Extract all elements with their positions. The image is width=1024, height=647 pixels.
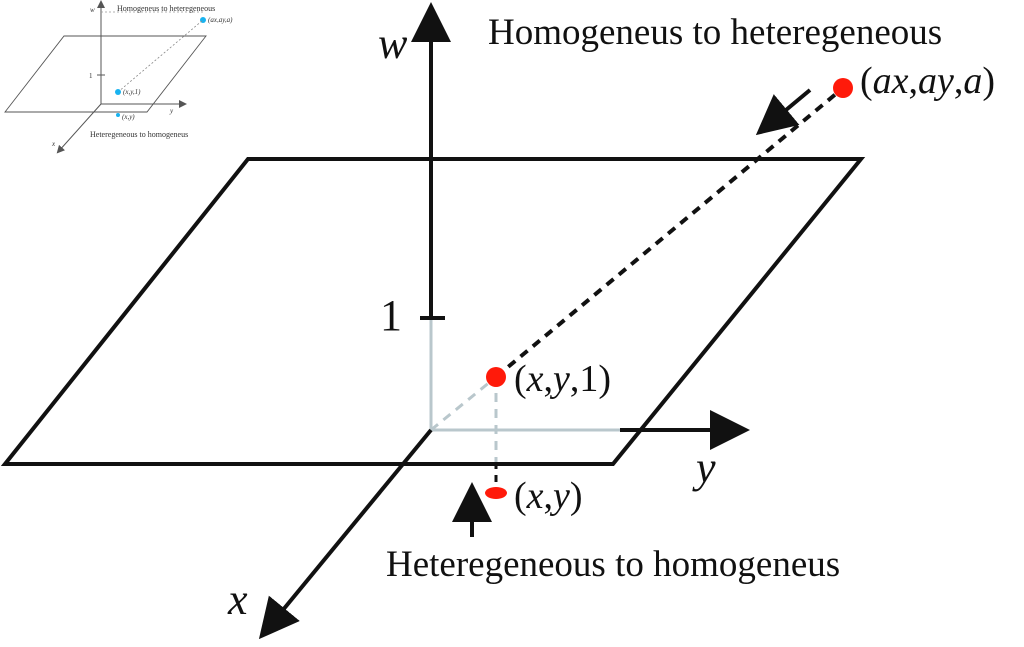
axis-w-label: w	[378, 19, 408, 68]
homogeneous-to-hetero-arrow	[755, 88, 812, 136]
label-point-base: (x,y)	[514, 475, 583, 517]
label-point-plane-close: )	[598, 358, 611, 400]
thumb-axis-x-label: x	[51, 140, 56, 148]
label-point-plane-comma1: ,	[544, 358, 554, 400]
point-far	[833, 78, 853, 98]
label-point-plane: (x,y,1)	[514, 358, 611, 400]
thumb-caption-top: Homogeneus to heteregeneous	[117, 4, 215, 13]
point-base	[485, 487, 507, 499]
label-point-plane-comma2: ,	[570, 358, 580, 400]
axis-y-label: y	[692, 443, 716, 492]
label-point-plane-y: y	[549, 358, 570, 400]
label-point-base-y: y	[549, 475, 570, 517]
label-point-far-a: a	[963, 60, 982, 102]
plane-w-equals-one	[0, 157, 866, 466]
thumb-caption-bottom: Heteregeneous to homogeneus	[90, 130, 188, 139]
caption-homogeneus-to-heteregeneous: Homogeneus to heteregeneous	[488, 12, 942, 53]
thumb-projection-line	[117, 19, 204, 93]
caption-heteregeneous-to-homogeneus: Heteregeneous to homogeneus	[386, 544, 840, 585]
tick-one-label: 1	[380, 291, 402, 340]
point-plane	[486, 367, 506, 387]
label-point-far-ay: ay	[918, 60, 954, 102]
axis-x-label: x	[227, 575, 248, 624]
thumb-x-axis	[56, 103, 102, 154]
label-point-base-close: )	[570, 475, 583, 517]
label-point-plane-one: 1	[579, 358, 598, 400]
label-point-base-x: x	[526, 475, 544, 517]
guide-lines	[429, 318, 640, 462]
thumbnail-diagram: Homogeneus to heteregeneous w (ax,ay,a) …	[4, 0, 233, 154]
label-point-base-open: (	[514, 475, 527, 517]
thumb-point-far-label: (ax,ay,a)	[208, 16, 233, 24]
thumb-point-base-label: (x,y)	[122, 113, 135, 121]
x-axis	[258, 428, 433, 640]
thumb-point-base	[116, 113, 120, 117]
thumb-plane	[4, 35, 207, 113]
label-point-far-open: (	[860, 60, 873, 102]
label-point-far-ax: ax	[873, 60, 909, 102]
projection-ray	[494, 86, 845, 379]
label-point-far-close: )	[982, 60, 995, 102]
thumb-tick-one-label: 1	[89, 72, 93, 80]
plane-point-diagonal-guide	[430, 375, 497, 432]
label-point-plane-x: x	[526, 358, 544, 400]
thumb-point-plane	[115, 89, 121, 95]
label-point-far-comma1: ,	[909, 60, 919, 102]
thumb-point-plane-label: (x,y,1)	[123, 88, 141, 96]
thumb-axis-w-label: w	[90, 6, 95, 14]
label-point-base-comma1: ,	[544, 475, 554, 517]
label-point-plane-open: (	[514, 358, 527, 400]
thumb-axis-y-label: y	[169, 107, 174, 115]
label-point-far-comma2: ,	[954, 60, 964, 102]
label-point-far: (ax,ay,a)	[860, 60, 995, 102]
